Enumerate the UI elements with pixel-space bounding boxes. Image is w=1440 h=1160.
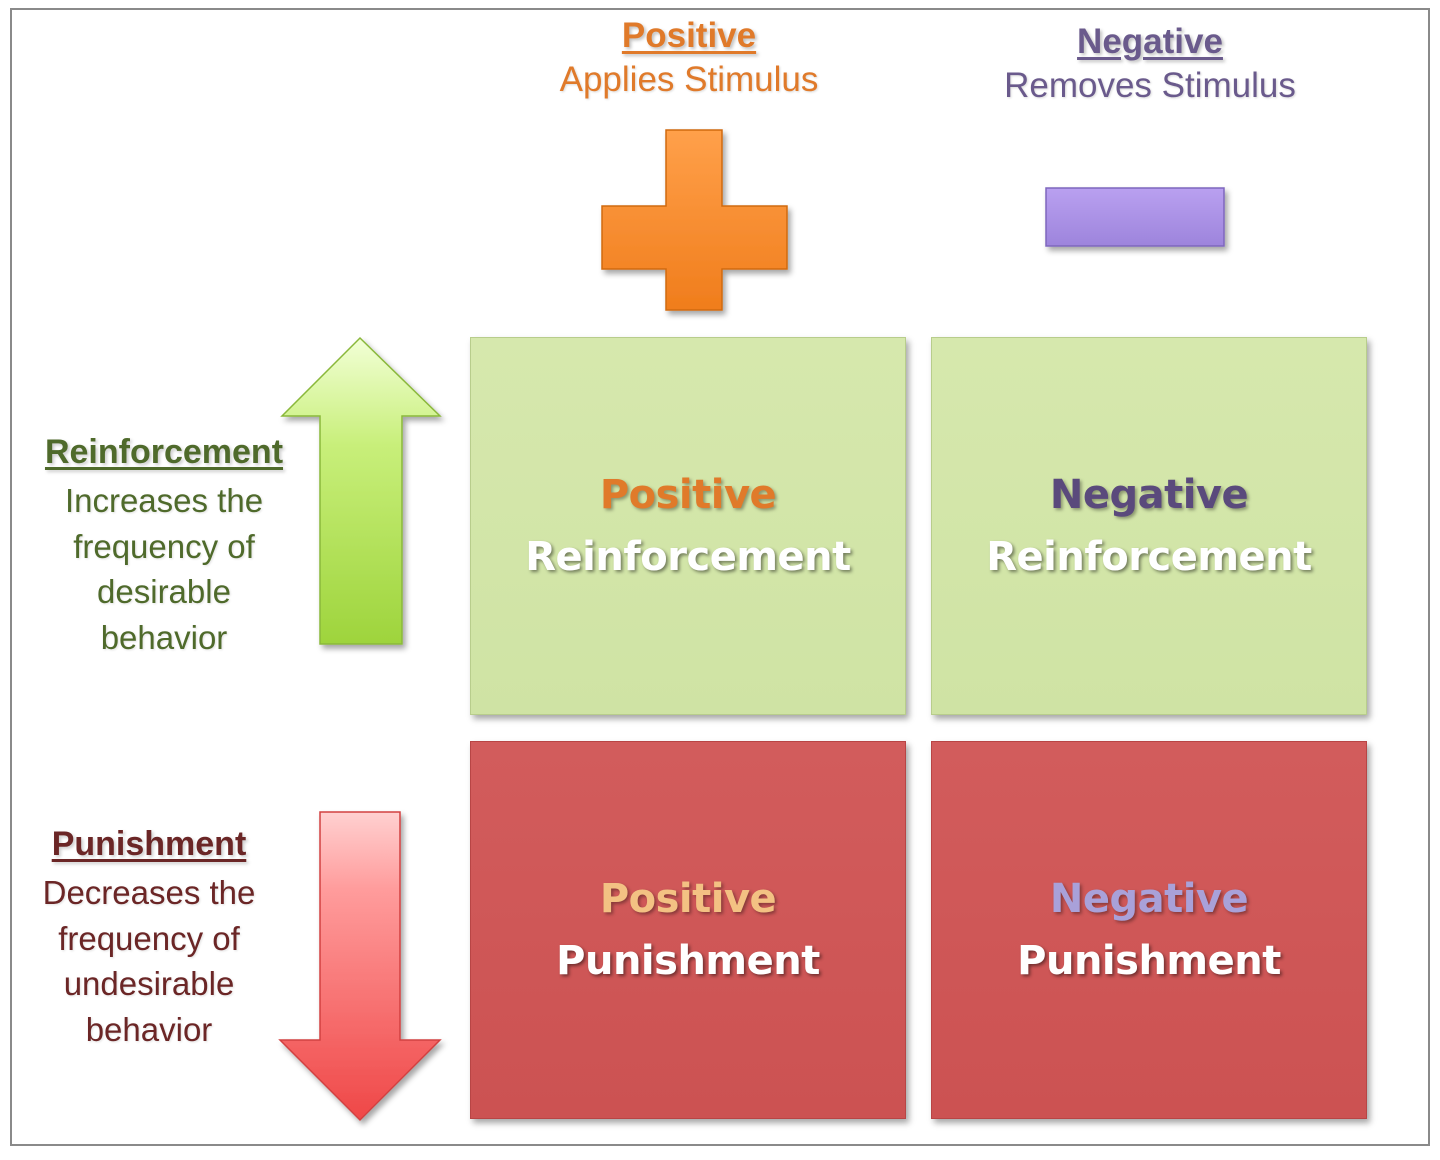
plus-icon: [601, 129, 788, 311]
minus-icon: [1045, 187, 1225, 247]
positive-reinforcement-line2: Reinforcement: [525, 534, 851, 580]
punishment-header-title: Punishment: [51, 825, 247, 863]
arrow-down-icon: [278, 811, 442, 1122]
negative-header-subtitle: Removes Stimulus: [1004, 66, 1296, 105]
positive-punishment-cell: Positive Punishment: [470, 741, 906, 1119]
negative-header-title: Negative: [1077, 22, 1223, 61]
negative-reinforcement-line2: Reinforcement: [986, 534, 1312, 580]
positive-punishment-line2: Punishment: [556, 938, 820, 984]
negative-punishment-line2: Punishment: [1017, 938, 1281, 984]
positive-column-header: Positive Applies Stimulus: [469, 14, 909, 102]
reinforcement-header-title: Reinforcement: [44, 433, 284, 471]
punishment-row-header: Punishment Decreases the frequency of un…: [4, 822, 294, 1052]
punishment-header-description: Decreases the frequency of undesirable b…: [42, 874, 256, 1048]
negative-column-header: Negative Removes Stimulus: [930, 20, 1370, 108]
positive-header-title: Positive: [621, 16, 757, 55]
negative-punishment-cell: Negative Punishment: [931, 741, 1367, 1119]
reinforcement-row-header: Reinforcement Increases the frequency of…: [19, 430, 309, 660]
arrow-up-icon: [280, 336, 442, 645]
negative-reinforcement-cell: Negative Reinforcement: [931, 337, 1367, 715]
positive-reinforcement-cell: Positive Reinforcement: [470, 337, 906, 715]
positive-punishment-line1: Positive: [599, 876, 777, 922]
negative-reinforcement-line1: Negative: [1049, 472, 1249, 518]
positive-header-subtitle: Applies Stimulus: [559, 60, 819, 99]
negative-punishment-line1: Negative: [1049, 876, 1249, 922]
positive-reinforcement-line1: Positive: [599, 472, 777, 518]
reinforcement-header-description: Increases the frequency of desirable beh…: [64, 482, 264, 656]
